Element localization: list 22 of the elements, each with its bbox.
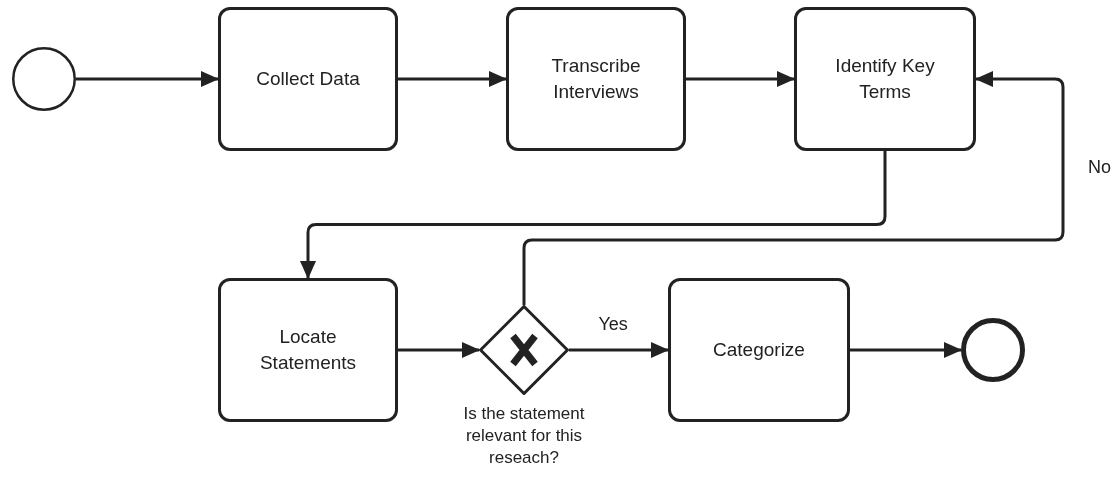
task-label: Categorize xyxy=(712,338,806,363)
end-event-circle xyxy=(961,318,1025,382)
task-box xyxy=(506,7,686,151)
sequence-flow-arrow xyxy=(398,342,480,358)
task-box xyxy=(668,278,850,422)
sequence-flow-arrow xyxy=(850,342,962,358)
task-label: Identify Key Terms xyxy=(834,54,936,104)
sequence-flow-arrow xyxy=(569,342,669,358)
task-box xyxy=(218,7,398,151)
start-event-circle xyxy=(12,47,76,111)
task-label: Collect Data xyxy=(255,67,361,92)
exclusive-gateway-diamond xyxy=(479,305,569,395)
task-box xyxy=(794,7,976,151)
sequence-flow-arrow xyxy=(398,71,507,87)
sequence-flow-arrow xyxy=(686,71,795,87)
sequence-flow-arrow xyxy=(522,71,1065,305)
gateway-caption: Is the statement relevant for this reseach? xyxy=(462,403,586,470)
sequence-flow-arrow xyxy=(300,151,887,279)
sequence-flow-arrow xyxy=(76,71,219,87)
task-label: Locate Statements xyxy=(258,325,358,375)
task-label: Transcribe Interviews xyxy=(550,54,642,104)
task-box xyxy=(218,278,398,422)
